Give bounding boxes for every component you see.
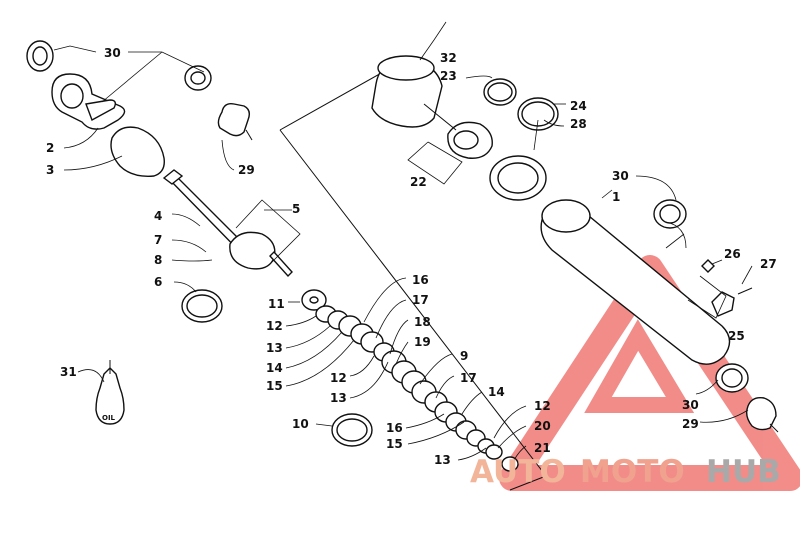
- callout-1: 1: [612, 190, 620, 204]
- oil-bottle: OIL: [77, 360, 125, 425]
- callout-9: 9: [460, 349, 468, 363]
- callout-27: 27: [760, 257, 777, 271]
- callout-12: 12: [266, 319, 283, 333]
- callout-10: 10: [292, 417, 309, 431]
- callout-8: 8: [154, 253, 162, 267]
- callout-20: 20: [534, 419, 551, 433]
- callout-22: 22: [410, 175, 427, 189]
- watermark-text: AUTO MOTO HUB: [470, 454, 781, 490]
- oil-label: OIL: [102, 414, 116, 422]
- callout-19: 19: [414, 335, 431, 349]
- callout-13-c: 13: [434, 453, 451, 467]
- callout-7: 7: [154, 233, 162, 247]
- callout-29: 29: [238, 163, 255, 177]
- callout-5: 5: [292, 202, 300, 216]
- callout-17-b: 17: [460, 371, 477, 385]
- callout-24: 24: [570, 99, 587, 113]
- callout-15-b: 15: [386, 437, 403, 451]
- shaft-assembly: [162, 169, 301, 323]
- callout-13-b: 13: [330, 391, 347, 405]
- upper-mount-group: [26, 40, 253, 177]
- valve-stack: [279, 57, 547, 491]
- callout-6: 6: [154, 275, 162, 289]
- callout-13: 13: [266, 341, 283, 355]
- callout-21: 21: [534, 441, 551, 455]
- callout-30-c: 30: [682, 398, 699, 412]
- callout-16: 16: [412, 273, 429, 287]
- watermark-hub: HUB: [706, 454, 781, 490]
- callout-3: 3: [46, 163, 54, 177]
- callout-30: 30: [104, 46, 121, 60]
- callout-17: 17: [412, 293, 429, 307]
- callout-28: 28: [570, 117, 587, 131]
- callout-18: 18: [414, 315, 431, 329]
- callout-25: 25: [728, 329, 745, 343]
- callout-12-c: 12: [534, 399, 551, 413]
- callout-2: 2: [46, 141, 54, 155]
- watermark-auto: AUTO: [470, 454, 566, 490]
- callout-29-b: 29: [682, 417, 699, 431]
- callout-labels: 30 2 3 29 4 5 7 8 6 11 12 13 14 15 16 17…: [46, 46, 777, 467]
- callout-14: 14: [266, 361, 283, 375]
- callout-30-b: 30: [612, 169, 629, 183]
- callout-15: 15: [266, 379, 283, 393]
- callout-23: 23: [440, 69, 457, 83]
- watermark-moto: MOTO: [580, 454, 685, 490]
- callout-31: 31: [60, 365, 77, 379]
- callout-26: 26: [724, 247, 741, 261]
- callout-11: 11: [268, 297, 285, 311]
- body-group: [371, 21, 779, 433]
- callout-4: 4: [154, 209, 162, 223]
- callout-32: 32: [440, 51, 457, 65]
- callout-12-b: 12: [330, 371, 347, 385]
- callout-16-b: 16: [386, 421, 403, 435]
- callout-14-b: 14: [488, 385, 505, 399]
